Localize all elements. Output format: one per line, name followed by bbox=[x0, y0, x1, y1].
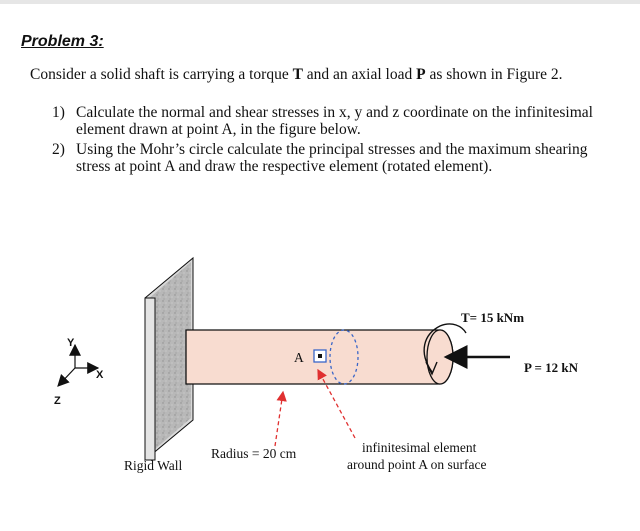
axis-x-label: X bbox=[96, 369, 104, 381]
point-a-label: A bbox=[294, 350, 304, 365]
wall-face bbox=[147, 262, 191, 456]
section-circle bbox=[329, 329, 359, 385]
task-item: 2) Using the Mohr’s circle calculate the… bbox=[52, 141, 622, 175]
rigid-wall bbox=[144, 256, 194, 462]
task-number: 1) bbox=[52, 104, 65, 121]
top-rule bbox=[0, 0, 640, 4]
radius-pointer bbox=[274, 390, 287, 447]
task-text: Using the Mohr’s circle calculate the pr… bbox=[76, 141, 588, 175]
wall-label: Rigid Wall bbox=[124, 458, 183, 473]
task-list: 1) Calculate the normal and shear stress… bbox=[52, 104, 622, 178]
wall-front-edge bbox=[144, 297, 156, 461]
torque-arc-icon bbox=[423, 323, 467, 373]
axis-y-label: Y bbox=[67, 337, 75, 349]
load-label: P = 12 kN bbox=[524, 360, 579, 375]
task-text: Calculate the normal and shear stresses … bbox=[76, 104, 593, 138]
point-a-marker bbox=[318, 354, 322, 358]
element-label-line2: around point A on surface bbox=[347, 457, 486, 472]
problem-title: Problem 3: bbox=[21, 33, 104, 50]
element-label-line1: infinitesimal element bbox=[362, 440, 477, 455]
problem-intro: Consider a solid shaft is carrying a tor… bbox=[30, 66, 620, 84]
element-pointer bbox=[317, 368, 356, 439]
intro-text: Consider a solid shaft is carrying a tor… bbox=[30, 66, 293, 83]
axis-z-label: Z bbox=[54, 395, 61, 407]
intro-text: and an axial load bbox=[302, 66, 417, 83]
task-item: 1) Calculate the normal and shear stress… bbox=[52, 104, 622, 138]
intro-text: as shown in Figure 2. bbox=[425, 66, 563, 83]
task-number: 2) bbox=[52, 141, 65, 158]
radius-label: Radius = 20 cm bbox=[211, 446, 297, 461]
torque-label: T= 15 kNm bbox=[461, 310, 524, 325]
torque-arrowhead-icon bbox=[425, 361, 438, 376]
intro-load-symbol: P bbox=[416, 66, 426, 83]
z-axis-arrow bbox=[57, 367, 76, 387]
coordinate-axes: Y X Z bbox=[54, 337, 104, 407]
intro-torque-symbol: T bbox=[292, 66, 303, 83]
